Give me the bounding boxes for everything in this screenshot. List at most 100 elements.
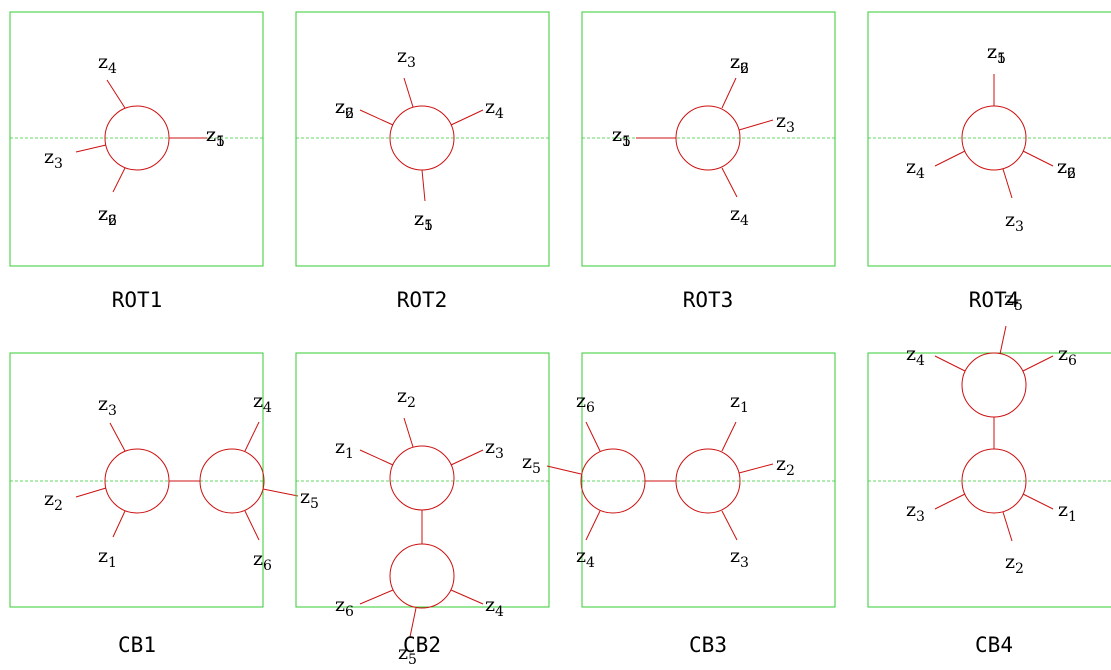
panel-frame <box>9 352 264 608</box>
substituent-bond <box>244 421 260 452</box>
substituent-bond <box>109 422 126 452</box>
ring <box>961 352 1027 418</box>
z-label: z2 <box>730 51 749 77</box>
z-label: z6 <box>335 594 354 620</box>
z-label: z6 <box>98 203 117 229</box>
substituent-bond <box>1022 355 1054 372</box>
substituent-bond <box>421 169 426 202</box>
z-label: z4 <box>253 390 272 416</box>
panel-label: ROT4 <box>969 288 1020 312</box>
panel-label: ROT2 <box>397 288 448 312</box>
z-label: z3 <box>1005 209 1024 235</box>
z-label: z1 <box>730 390 749 416</box>
substituent-bond <box>546 465 582 475</box>
z-label: z5 <box>206 124 225 150</box>
z-label: z2 <box>98 203 117 229</box>
z-label: z3 <box>730 545 749 571</box>
substituent-bond <box>106 79 126 109</box>
substituent-bond <box>721 421 737 452</box>
substituent-bond <box>359 589 394 605</box>
z-label: z4 <box>730 203 749 229</box>
z-label: z3 <box>906 499 925 525</box>
panel-label: CB3 <box>689 633 727 657</box>
z-label: z5 <box>987 41 1006 67</box>
z-label: z5 <box>414 208 433 234</box>
z-label: z2 <box>1005 551 1024 577</box>
z-label: z5 <box>300 486 319 512</box>
substituent-bond <box>112 167 126 193</box>
substituent-bond <box>1022 493 1054 510</box>
panel-frame <box>581 352 836 608</box>
substituent-bond <box>934 493 966 510</box>
z-label: z4 <box>576 545 595 571</box>
z-label: z2 <box>44 488 63 514</box>
z-label: z3 <box>776 110 795 136</box>
substituent-bond <box>359 449 394 466</box>
z-label: z3 <box>98 393 117 419</box>
z-label: z3 <box>485 436 504 462</box>
z-label: z4 <box>485 96 504 122</box>
panel-label: CB2 <box>403 633 441 657</box>
z-label: z5 <box>612 124 631 150</box>
z-label: z4 <box>98 51 117 77</box>
z-label: z6 <box>253 548 272 574</box>
z-label: z6 <box>730 51 749 77</box>
substituent-bond <box>450 109 484 126</box>
substituent-bond <box>721 167 738 198</box>
substituent-bond <box>403 417 414 448</box>
ring <box>389 543 455 609</box>
panel-cb1: z3 z2 z1 z4 z5 z6 CB1 <box>9 352 319 657</box>
z-label: z6 <box>1057 156 1076 182</box>
substituent-bond <box>359 109 394 126</box>
z-label: z2 <box>397 385 416 411</box>
z-label: z2 <box>776 453 795 479</box>
panel-rot2: z3 z6 z2 z4 z5 z1 ROT2 <box>295 11 550 312</box>
substituent-bond <box>721 510 738 541</box>
z-label: z6 <box>335 96 354 122</box>
z-label: z3 <box>44 146 63 172</box>
substituent-bond <box>450 589 484 605</box>
z-label: z1 <box>335 436 354 462</box>
z-label: z5 <box>398 642 417 668</box>
z-label: z1 <box>414 208 433 234</box>
substituent-bond <box>1002 511 1013 542</box>
panel-frame <box>867 352 1111 608</box>
substituent-bond <box>738 119 774 131</box>
substituent-bond <box>721 77 737 109</box>
z-label: z1 <box>98 545 117 571</box>
substituent-bond <box>999 325 1007 355</box>
substituent-bond <box>1002 168 1013 199</box>
substituent-bond <box>585 421 601 452</box>
z-label: z4 <box>906 343 925 369</box>
panel-label: ROT3 <box>683 288 734 312</box>
panel-rot4: z5 z1 z4 z6 z2 z3 ROT4 <box>867 11 1111 312</box>
substituent-bond <box>244 510 260 541</box>
substituent-bond <box>585 510 601 541</box>
substituent-bond <box>262 488 299 497</box>
panel-label: ROT1 <box>112 288 163 312</box>
z-label: z6 <box>1058 343 1077 369</box>
z-label: z5 <box>522 451 541 477</box>
panel-frame <box>581 11 836 267</box>
substituent-bond <box>403 77 414 108</box>
panel-label: CB4 <box>975 633 1013 657</box>
panel-cb4: z4 z6 z5 z3 z1 z2 CB4 <box>867 288 1111 657</box>
substituent-bond <box>934 150 966 167</box>
panel-frame <box>867 11 1111 267</box>
z-label: z4 <box>906 156 925 182</box>
panel-cb2: z2 z1 z3 z6 z4 z5 CB2 <box>295 352 550 668</box>
substituent-bond <box>75 144 107 153</box>
z-label: z5 <box>1004 288 1023 314</box>
z-label: z3 <box>397 45 416 71</box>
ring <box>389 445 455 511</box>
substituent-bond <box>1022 150 1054 167</box>
panel-frame <box>295 11 550 267</box>
z-label: z1 <box>1058 499 1077 525</box>
z-label: z4 <box>485 594 504 620</box>
substituent-bond <box>934 355 966 372</box>
panel-label: CB1 <box>118 633 156 657</box>
substituent-bond <box>409 607 417 638</box>
panel-frame <box>295 352 550 608</box>
z-label: z1 <box>206 124 225 150</box>
